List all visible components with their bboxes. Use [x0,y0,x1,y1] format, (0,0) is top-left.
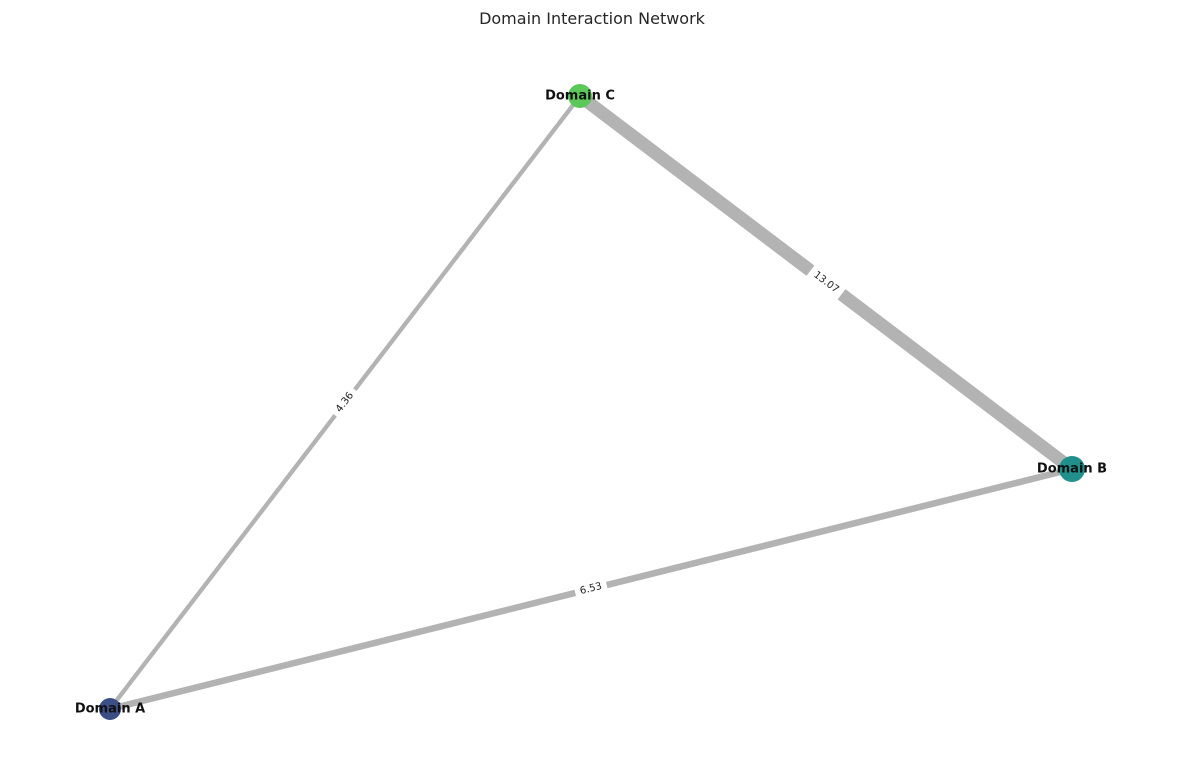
edge-label-group: 13.07 [806,265,846,300]
node-label-a: Domain A [75,702,145,717]
diagram-title: Domain Interaction Network [479,9,706,28]
edge-labels-layer: 4.36 6.53 13.07 [329,265,846,600]
node-a [99,698,121,720]
edge-label-group: 4.36 [329,385,361,420]
edge-label-background [573,578,609,600]
edges-layer [108,90,1076,713]
node-c [568,84,592,108]
edge-weight-label: 6.53 [579,581,603,597]
edge-label-background [806,265,846,300]
node-b [1059,456,1085,482]
node-labels-layer: Domain A Domain B Domain C [75,89,1107,717]
node-label-c: Domain C [545,89,615,104]
edge-label-group: 6.53 [573,578,609,600]
node-label-b: Domain B [1037,462,1107,477]
nodes-layer [99,84,1085,720]
edge-label-background [329,385,361,420]
